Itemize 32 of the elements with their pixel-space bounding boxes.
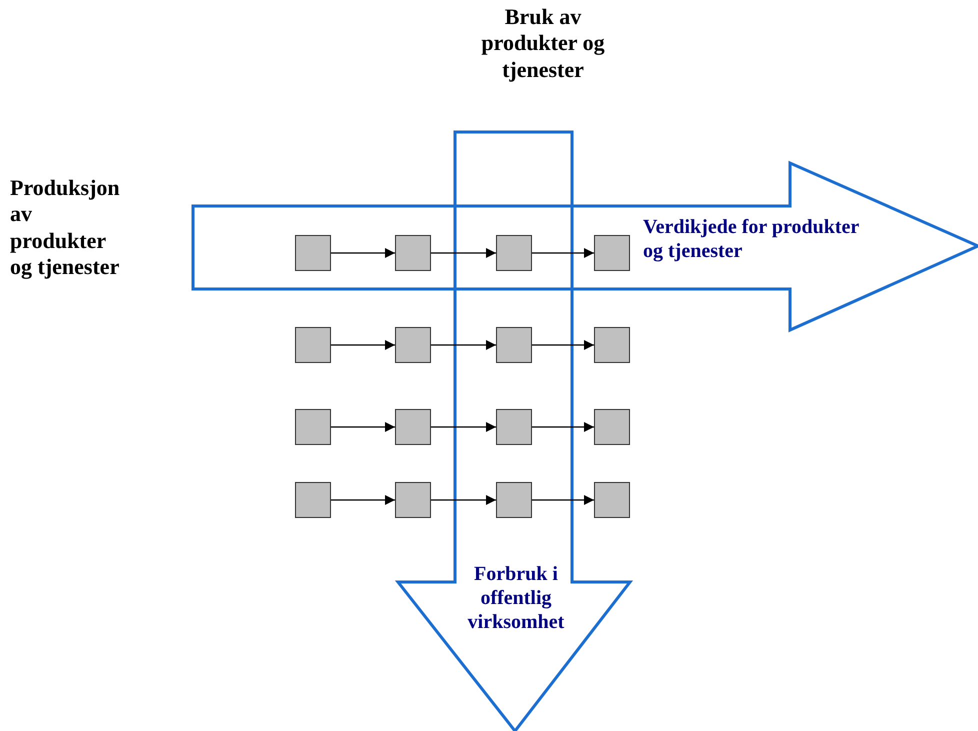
arrow bbox=[532, 248, 594, 258]
arrow bbox=[532, 340, 594, 350]
arrow-label: Forbruk i offentlig virksomhet bbox=[466, 562, 566, 634]
arrow bbox=[331, 495, 395, 505]
arrow-heading: Produksjon av produkter og tjenester bbox=[10, 175, 121, 281]
arrow bbox=[532, 495, 594, 505]
process-box bbox=[594, 409, 630, 445]
process-box bbox=[295, 409, 331, 445]
process-box bbox=[395, 409, 431, 445]
arrow-heading: Bruk av produkter og tjenester bbox=[480, 4, 606, 84]
process-box bbox=[594, 235, 630, 271]
arrow bbox=[532, 422, 594, 432]
process-box bbox=[395, 327, 431, 363]
arrow bbox=[431, 495, 496, 505]
process-box bbox=[295, 327, 331, 363]
process-box bbox=[395, 482, 431, 518]
arrow-label: Verdikjede for produkter og tjenester bbox=[643, 215, 860, 263]
process-box bbox=[496, 482, 532, 518]
arrow bbox=[431, 422, 496, 432]
arrow bbox=[331, 248, 395, 258]
process-box bbox=[295, 482, 331, 518]
process-box bbox=[295, 235, 331, 271]
process-box bbox=[594, 327, 630, 363]
arrow bbox=[331, 422, 395, 432]
arrow bbox=[331, 340, 395, 350]
process-box bbox=[496, 327, 532, 363]
process-box bbox=[496, 235, 532, 271]
arrow bbox=[431, 340, 496, 350]
arrow bbox=[431, 248, 496, 258]
process-box bbox=[395, 235, 431, 271]
process-box bbox=[496, 409, 532, 445]
process-box bbox=[594, 482, 630, 518]
